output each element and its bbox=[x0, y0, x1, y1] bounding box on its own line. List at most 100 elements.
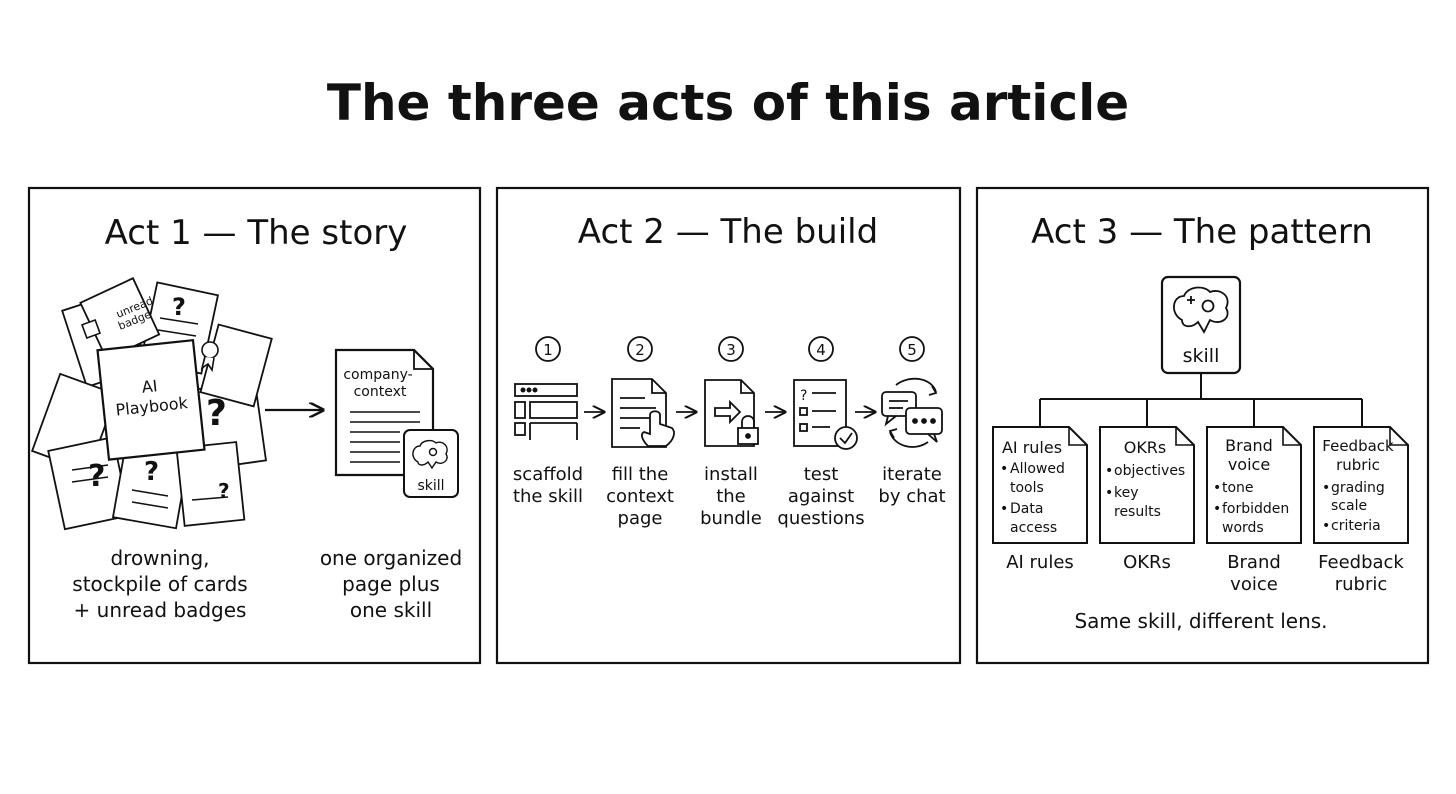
lens-bullet: criteria bbox=[1331, 518, 1381, 534]
lens-bullet: Data bbox=[1010, 501, 1043, 517]
bullet-dot: • bbox=[1322, 480, 1330, 496]
act1-panel: Act 1 — The story unread badge bbox=[27, 186, 482, 665]
step-3: 3 install the bundle bbox=[700, 336, 762, 529]
step-label: context bbox=[606, 486, 674, 507]
caption-right-2: page plus bbox=[342, 572, 440, 596]
caption-right-1: one organized bbox=[320, 546, 462, 570]
lens-label: rubric bbox=[1335, 574, 1388, 595]
lens-bullet: scale bbox=[1331, 498, 1367, 514]
ai-playbook-card: AI Playbook bbox=[96, 338, 206, 461]
context-doc-line-2: context bbox=[354, 384, 407, 400]
lens-bullet: Allowed bbox=[1010, 461, 1065, 477]
lens-bullet: access bbox=[1010, 520, 1057, 536]
iterate-chat-icon bbox=[881, 377, 943, 448]
bullet-dot: • bbox=[1213, 501, 1221, 517]
question-mark-icon: ? bbox=[218, 479, 230, 503]
bullet-dot: • bbox=[1105, 463, 1113, 479]
connector-tree bbox=[1039, 373, 1363, 427]
caption-left-1: drowning, bbox=[110, 546, 209, 570]
act2-heading: Act 2 — The build bbox=[578, 212, 878, 252]
bullet-dot: • bbox=[1000, 501, 1008, 517]
step-label: bundle bbox=[700, 508, 762, 529]
step-label: install bbox=[704, 464, 758, 485]
bullet-dot: • bbox=[1105, 485, 1113, 501]
lens-card-title: rubric bbox=[1336, 456, 1380, 474]
lens-bullet: forbidden bbox=[1222, 501, 1289, 517]
skill-card-label: skill bbox=[417, 478, 444, 494]
lens-card-okrs: OKRs • objectives • key results bbox=[1099, 426, 1195, 544]
step-label: against bbox=[788, 486, 854, 507]
step-5: 5 iterate by chat bbox=[878, 336, 946, 507]
act1-heading: Act 1 — The story bbox=[105, 213, 408, 253]
step-label: iterate bbox=[882, 464, 942, 485]
question-mark-icon: ? bbox=[144, 457, 159, 487]
lens-label: voice bbox=[1230, 574, 1278, 595]
bullet-dot: • bbox=[1322, 518, 1330, 534]
act3-frame bbox=[975, 186, 1430, 665]
install-bundle-icon bbox=[704, 379, 759, 447]
step-label: the bbox=[716, 486, 746, 507]
question-mark-icon: ? bbox=[206, 393, 227, 434]
step-label: scaffold bbox=[513, 464, 583, 485]
test-checklist-icon: ? bbox=[793, 379, 858, 450]
lens-card-title: OKRs bbox=[1124, 438, 1167, 457]
lens-card-title: AI rules bbox=[1002, 438, 1062, 457]
lens-card-title: Feedback bbox=[1322, 437, 1394, 455]
step-label: fill the bbox=[612, 464, 669, 485]
lens-label: AI rules bbox=[1006, 552, 1074, 573]
step-label: questions bbox=[777, 508, 864, 529]
lens-card-title: voice bbox=[1228, 455, 1270, 474]
question-mark-icon: ? bbox=[172, 293, 186, 321]
caption-right-3: one skill bbox=[350, 598, 432, 622]
lens-bullet: key bbox=[1114, 485, 1139, 501]
lens-card-ai-rules: AI rules • Allowed tools • Data access bbox=[992, 426, 1088, 544]
question-mark-icon: ? bbox=[88, 459, 105, 494]
svg-text:?: ? bbox=[800, 388, 807, 404]
lens-bullet: results bbox=[1114, 504, 1161, 520]
card-stockpile bbox=[30, 277, 273, 531]
lens-bullet: tools bbox=[1010, 480, 1044, 496]
caption-left-2: stockpile of cards bbox=[72, 572, 247, 596]
skill-card: skill bbox=[403, 429, 459, 498]
act3-heading: Act 3 — The pattern bbox=[1031, 212, 1373, 252]
act2-panel: Act 2 — The build 1 scaffold the skill 2 bbox=[495, 186, 962, 665]
bullet-dot: • bbox=[1000, 461, 1008, 477]
unread-badge-card: unread badge bbox=[81, 294, 155, 339]
bullet-dot: • bbox=[1213, 480, 1221, 496]
lens-label: Brand bbox=[1227, 552, 1281, 573]
diagram-title: The three acts of this article bbox=[327, 74, 1129, 132]
lens-bullet: words bbox=[1222, 520, 1264, 536]
step-number: 1 bbox=[543, 341, 553, 359]
skill-node-label: skill bbox=[1183, 345, 1220, 367]
step-label: page bbox=[618, 508, 663, 529]
step-number: 2 bbox=[635, 341, 645, 359]
ribbon-icon bbox=[200, 341, 219, 373]
step-4: 4 ? test against questions bbox=[777, 336, 865, 529]
lens-label: OKRs bbox=[1123, 552, 1171, 573]
step-label: the skill bbox=[513, 486, 583, 507]
scaffold-icon bbox=[514, 383, 578, 440]
lens-bullet: tone bbox=[1222, 480, 1254, 496]
lens-bullet: grading bbox=[1331, 480, 1385, 496]
step-number: 3 bbox=[726, 341, 736, 359]
brain-gear-icon bbox=[1173, 286, 1229, 334]
step-2: 2 fill the context page bbox=[606, 336, 675, 529]
fill-page-icon bbox=[611, 378, 675, 448]
context-doc-line-1: company- bbox=[343, 367, 412, 383]
act3-panel: Act 3 — The pattern skill AI rules bbox=[975, 186, 1430, 665]
caption-left-3: + unread badges bbox=[74, 598, 247, 622]
lens-card-brand-voice: Brand voice • tone • forbidden words bbox=[1206, 426, 1302, 544]
lens-label: Feedback bbox=[1318, 552, 1404, 573]
step-label: by chat bbox=[878, 486, 945, 507]
lens-bullet: objectives bbox=[1114, 463, 1185, 479]
card-lines bbox=[71, 317, 229, 509]
step-number: 5 bbox=[907, 341, 917, 359]
step-number: 4 bbox=[816, 341, 826, 359]
lens-card-feedback-rubric: Feedback rubric • grading scale • criter… bbox=[1313, 426, 1409, 544]
step-label: test bbox=[804, 464, 839, 485]
brain-gear-icon bbox=[412, 439, 448, 470]
step-1: 1 scaffold the skill bbox=[513, 336, 583, 507]
skill-node: skill bbox=[1160, 275, 1242, 375]
lens-card-title: Brand bbox=[1225, 436, 1273, 455]
